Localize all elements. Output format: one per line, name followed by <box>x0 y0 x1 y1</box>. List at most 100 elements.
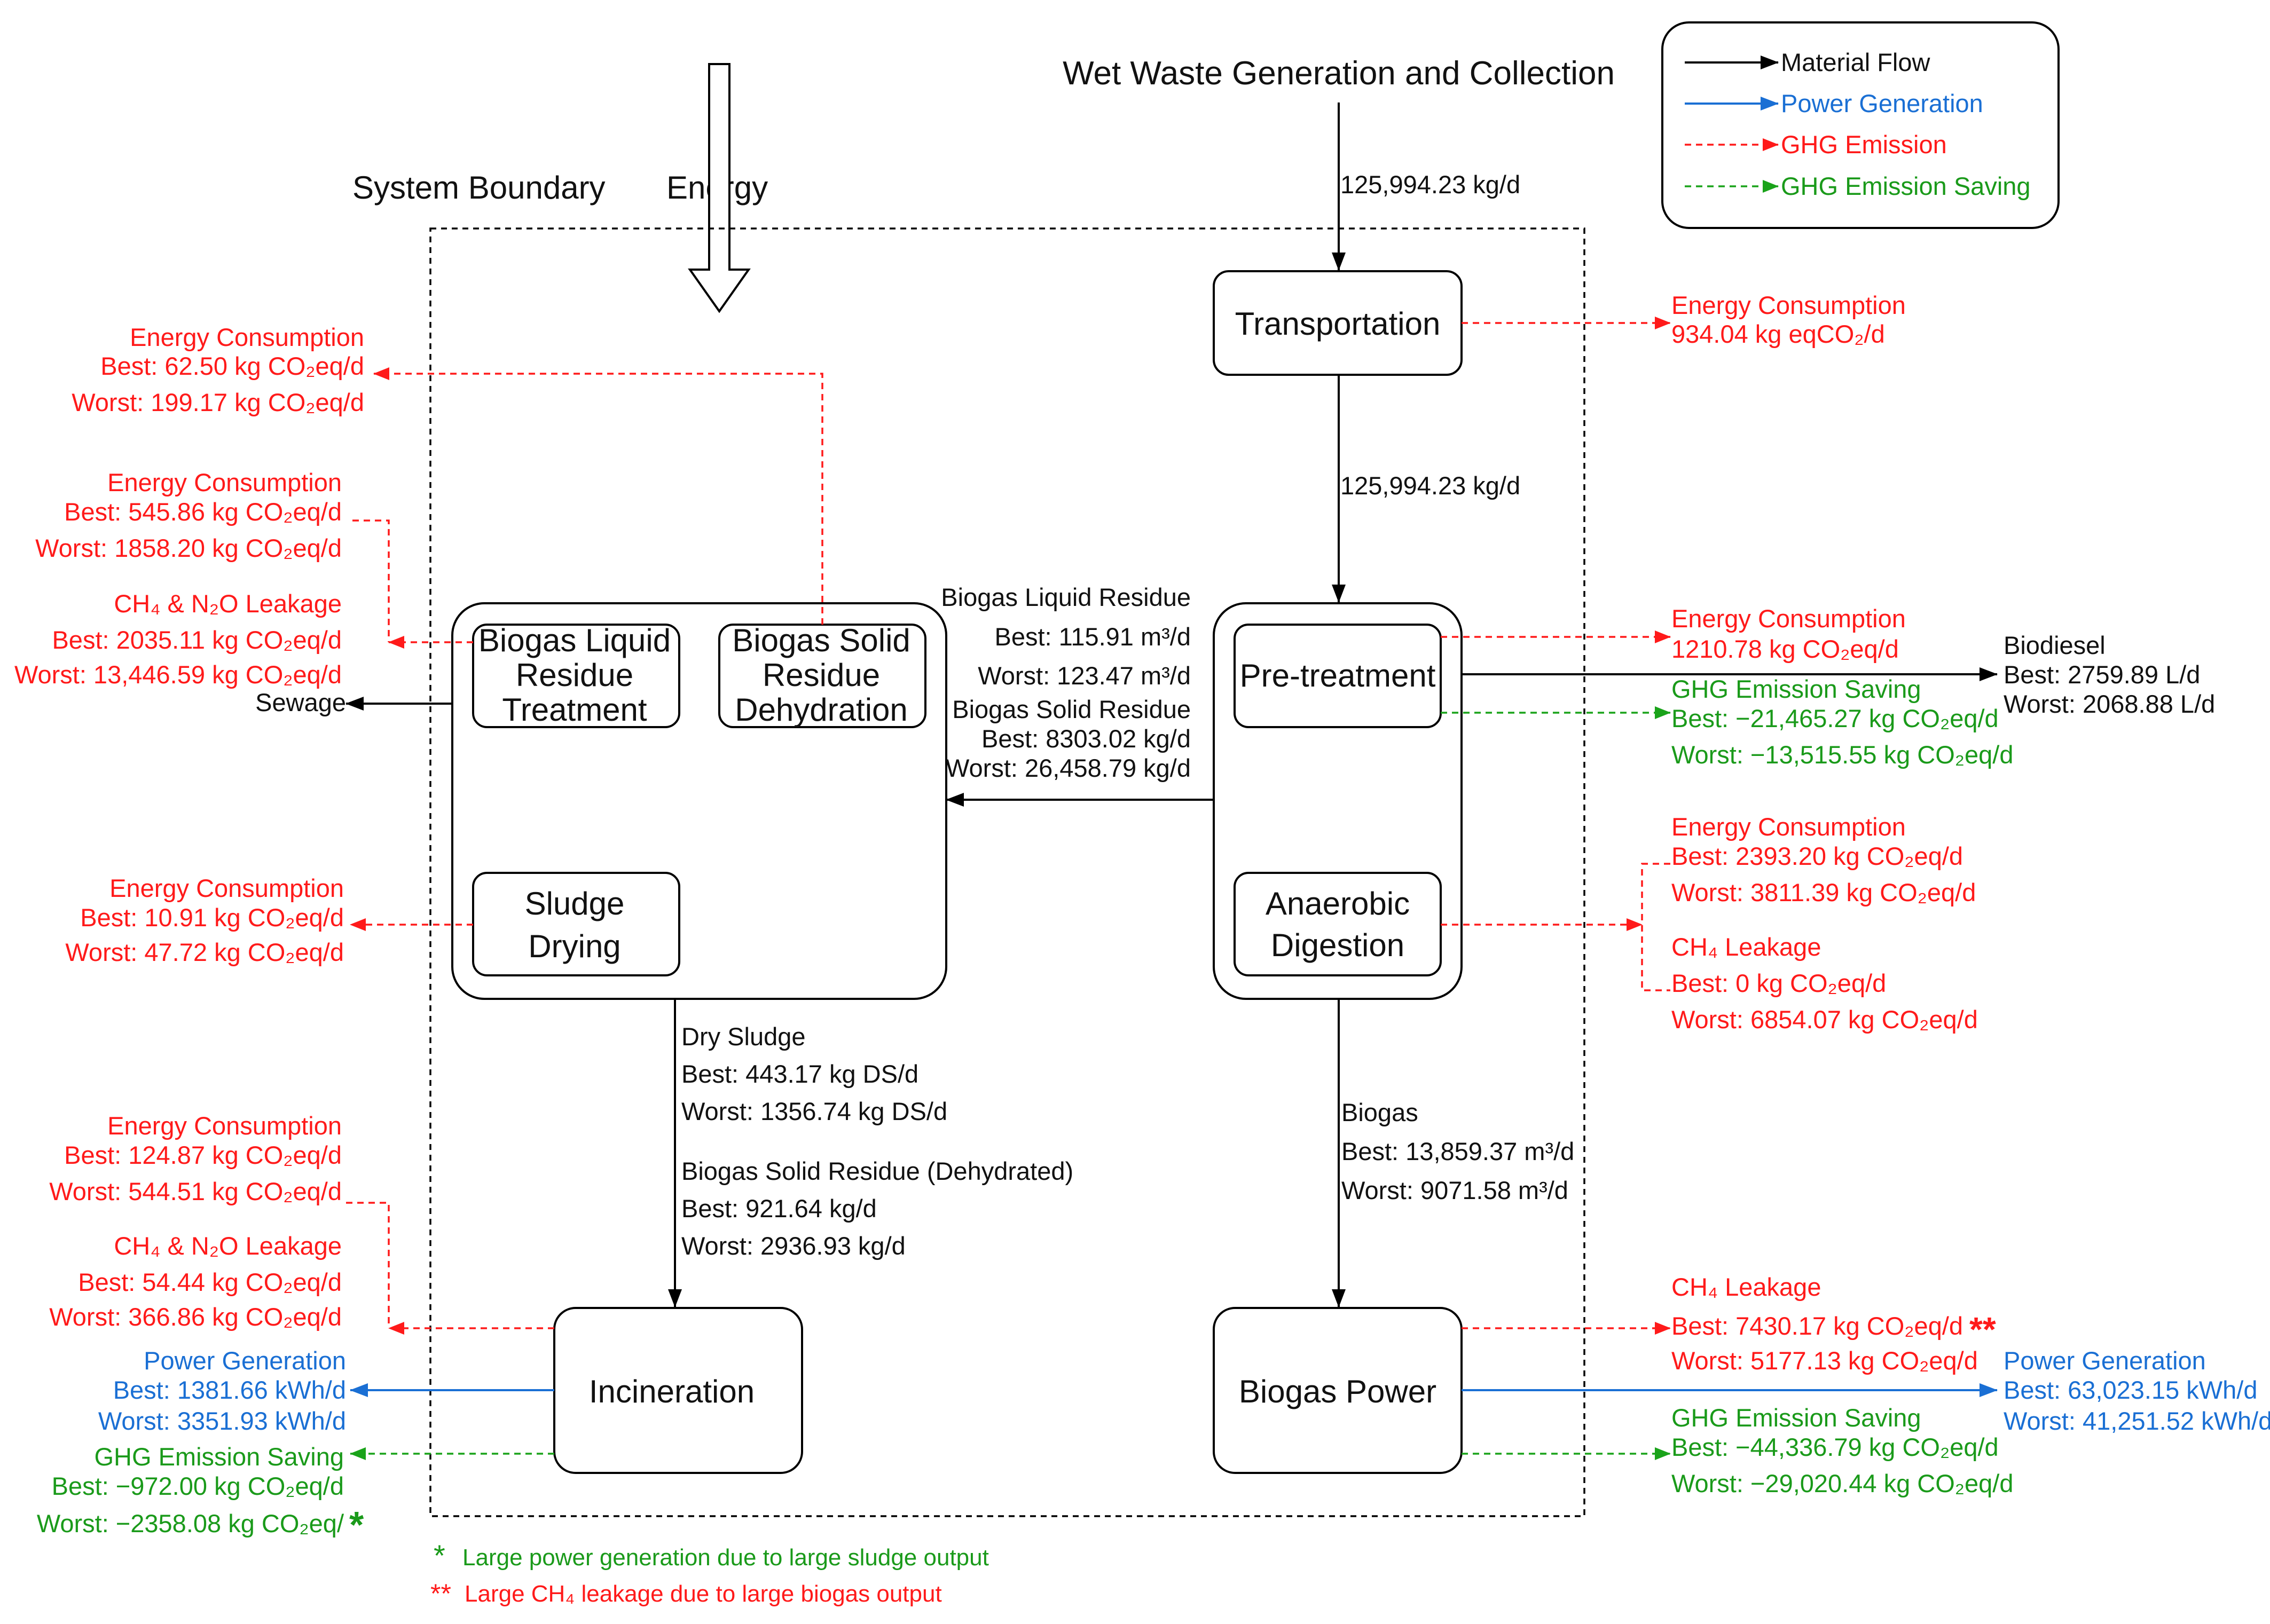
transportation-label: Transportation <box>1235 306 1441 342</box>
ad-energy-worst: Worst: 3811.39 kg CO₂eq/d <box>1671 878 1976 906</box>
ad-leakage-worst: Worst: 6854.07 kg CO₂eq/d <box>1671 1005 1978 1034</box>
dry-sludge-label-4: Biogas Solid Residue (Dehydrated) <box>681 1157 1073 1185</box>
dry-sludge-label-2: Best: 443.17 kg DS/d <box>681 1060 918 1088</box>
footnote-2-mark: ** <box>430 1579 451 1609</box>
ad-energy-best: Best: 2393.20 kg CO₂eq/d <box>1671 842 1963 870</box>
solid-residue-label-1: Biogas Solid <box>732 622 910 658</box>
dry-sludge-label-1: Dry Sludge <box>681 1022 806 1051</box>
input-flow-label: 125,994.23 kg/d <box>1340 170 1520 199</box>
solid-energy-best: Best: 62.50 kg CO₂eq/d <box>100 352 364 380</box>
incineration-leakage-worst: Worst: 366.86 kg CO₂eq/d <box>49 1303 342 1331</box>
annotation-pretreatment-saving: GHG Emission Saving Best: −21,465.27 kg … <box>1671 675 2014 769</box>
node-anaerobic-digestion: Anaerobic Digestion <box>1234 872 1442 976</box>
node-liquid-residue: Biogas Liquid Residue Treatment <box>472 622 680 728</box>
pretreatment-saving-worst: Worst: −13,515.55 kg CO₂eq/d <box>1671 740 2014 769</box>
ad-leakage-title: CH₄ Leakage <box>1671 933 1821 961</box>
liquid-leakage-best: Best: 2035.11 kg CO₂eq/d <box>52 626 342 654</box>
legend-power-label: Power Generation <box>1781 89 1983 117</box>
sewage-label: Sewage <box>255 688 346 716</box>
power-leakage-star: ** <box>1969 1310 1996 1349</box>
legend: Material Flow Power Generation GHG Emiss… <box>1661 21 2060 229</box>
power-leakage-best: Best: 7430.17 kg CO₂eq/d <box>1671 1312 1963 1340</box>
liquid-residue-label-3: Treatment <box>502 692 647 728</box>
legend-material-label: Material Flow <box>1781 48 1931 76</box>
node-transportation: Transportation <box>1213 270 1463 376</box>
residue-flow-labels: Biogas Liquid Residue Best: 115.91 m³/d … <box>941 583 1191 782</box>
residue-label-5: Best: 8303.02 kg/d <box>981 724 1191 753</box>
solid-energy-worst: Worst: 199.17 kg CO₂eq/d <box>72 388 364 416</box>
residue-label-6: Worst: 26,458.79 kg/d <box>946 754 1191 782</box>
node-solid-residue: Biogas Solid Residue Dehydration <box>718 622 926 728</box>
annotation-incineration-energy: Energy Consumption Best: 124.87 kg CO₂eq… <box>49 1111 342 1205</box>
incineration-label: Incineration <box>589 1374 755 1409</box>
legend-box <box>1661 21 2060 229</box>
annotation-transport-energy: Energy Consumption 934.04 kg eqCO₂/d <box>1671 291 1906 348</box>
power-saving-title: GHG Emission Saving <box>1671 1404 1921 1432</box>
incineration-power-worst: Worst: 3351.93 kWh/d <box>98 1407 346 1435</box>
sludge-energy-best: Best: 10.91 kg CO₂eq/d <box>80 903 344 932</box>
liquid-leakage-title: CH₄ & N₂O Leakage <box>114 589 342 618</box>
sludge-energy-worst: Worst: 47.72 kg CO₂eq/d <box>65 938 344 966</box>
transport-energy-title: Energy Consumption <box>1671 291 1906 319</box>
incineration-leakage-best: Best: 54.44 kg CO₂eq/d <box>78 1268 342 1296</box>
biodiesel-label: Biodiesel <box>2004 631 2106 659</box>
liquid-emission-bracket <box>352 519 390 642</box>
biogas-label-1: Biogas <box>1341 1098 1418 1126</box>
power-saving-worst: Worst: −29,020.44 kg CO₂eq/d <box>1671 1469 2014 1497</box>
pretreatment-box <box>1234 624 1442 728</box>
liquid-energy-best: Best: 545.86 kg CO₂eq/d <box>64 498 342 526</box>
power-leakage-title: CH₄ Leakage <box>1671 1273 1821 1301</box>
dry-sludge-labels: Dry Sludge Best: 443.17 kg DS/d Worst: 1… <box>681 1022 1073 1260</box>
residue-label-1: Biogas Liquid Residue <box>941 583 1191 611</box>
annotation-liquid-leakage: CH₄ & N₂O Leakage Best: 2035.11 kg CO₂eq… <box>14 589 342 689</box>
legend-saving-label: GHG Emission Saving <box>1781 172 2031 200</box>
pretreatment-energy-title: Energy Consumption <box>1671 604 1906 633</box>
annotation-sludge-energy: Energy Consumption Best: 10.91 kg CO₂eq/… <box>65 874 344 966</box>
incineration-saving-star: * <box>349 1504 364 1546</box>
sludge-drying-label-2: Drying <box>528 928 620 964</box>
liquid-residue-box <box>472 624 680 728</box>
biodiesel-worst: Worst: 2068.88 L/d <box>2004 690 2215 718</box>
footnote-1-text: Large power generation due to large slud… <box>462 1544 989 1571</box>
biodiesel-labels: Biodiesel Best: 2759.89 L/d Worst: 2068.… <box>2004 631 2215 718</box>
pretreatment-saving-title: GHG Emission Saving <box>1671 675 1921 703</box>
residue-label-3: Worst: 123.47 m³/d <box>978 661 1191 690</box>
incineration-energy-worst: Worst: 544.51 kg CO₂eq/d <box>49 1177 342 1205</box>
ad-leakage-best: Best: 0 kg CO₂eq/d <box>1671 969 1886 997</box>
pretreatment-label: Pre-treatment <box>1240 658 1436 693</box>
sludge-energy-title: Energy Consumption <box>109 874 344 902</box>
solid-energy-title: Energy Consumption <box>130 323 364 351</box>
annotation-biogas-power-generation: Power Generation Best: 63,023.15 kWh/d W… <box>2004 1346 2270 1435</box>
footnote-1-mark: * <box>434 1539 445 1572</box>
ad-energy-title: Energy Consumption <box>1671 813 1906 841</box>
node-biogas-power: Biogas Power <box>1213 1307 1463 1474</box>
solid-residue-label-3: Dehydration <box>735 692 908 728</box>
system-boundary-label: System Boundary <box>352 170 606 206</box>
incineration-energy-title: Energy Consumption <box>107 1111 342 1140</box>
annotation-power-saving: GHG Emission Saving Best: −44,336.79 kg … <box>1671 1404 2014 1497</box>
liquid-leakage-worst: Worst: 13,446.59 kg CO₂eq/d <box>14 660 342 689</box>
ad-emission-bracket <box>1641 863 1670 991</box>
annotation-incineration-power: Power Generation Best: 1381.66 kWh/d Wor… <box>98 1346 346 1435</box>
power-saving-best: Best: −44,336.79 kg CO₂eq/d <box>1671 1433 1999 1461</box>
residue-label-4: Biogas Solid Residue <box>952 695 1191 723</box>
dry-sludge-label-3: Worst: 1356.74 kg DS/d <box>681 1097 947 1125</box>
incineration-emission-bracket <box>346 1202 390 1328</box>
pretreatment-saving-best: Best: −21,465.27 kg CO₂eq/d <box>1671 704 1999 732</box>
node-sludge-drying: Sludge Drying <box>472 872 680 976</box>
transport-energy-value: 934.04 kg eqCO₂/d <box>1671 320 1885 348</box>
annotation-ad-leakage: CH₄ Leakage Best: 0 kg CO₂eq/d Worst: 68… <box>1671 933 1978 1034</box>
node-pretreatment: Pre-treatment <box>1234 624 1442 728</box>
footnotes: * Large power generation due to large sl… <box>430 1539 989 1609</box>
biodiesel-best: Best: 2759.89 L/d <box>2004 660 2200 689</box>
dry-sludge-label-5: Best: 921.64 kg/d <box>681 1194 877 1223</box>
annotation-incineration-saving: GHG Emission Saving Best: −972.00 kg CO₂… <box>37 1442 364 1546</box>
incineration-leakage-title: CH₄ & N₂O Leakage <box>114 1232 342 1260</box>
annotation-incineration-leakage: CH₄ & N₂O Leakage Best: 54.44 kg CO₂eq/d… <box>49 1232 342 1331</box>
incineration-saving-worst: Worst: −2358.08 kg CO₂eq/ <box>37 1509 344 1538</box>
biogas-label-3: Worst: 9071.58 m³/d <box>1341 1176 1568 1204</box>
dry-sludge-label-6: Worst: 2936.93 kg/d <box>681 1232 906 1260</box>
residue-label-2: Best: 115.91 m³/d <box>995 622 1191 651</box>
transport-flow-label: 125,994.23 kg/d <box>1340 471 1520 500</box>
footnote-2-text: Large CH₄ leakage due to large biogas ou… <box>465 1581 942 1607</box>
